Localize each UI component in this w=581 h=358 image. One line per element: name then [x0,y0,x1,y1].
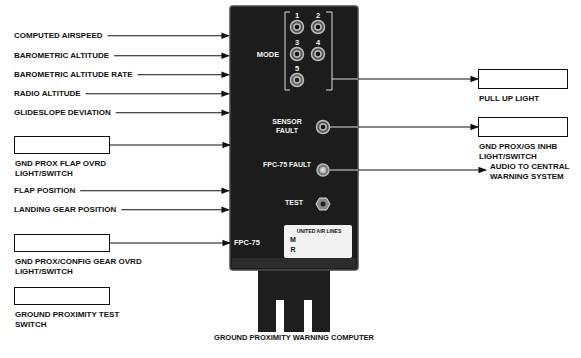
light-switch-box: GND PROX FLAP OVRD LIGHT/SWITCH [14,136,110,154]
signal-name: LANDING GEAR POSITION [14,205,116,215]
connector-arrow [110,144,230,145]
unit-title: GROUND PROXIMITY WARNING COMPUTER [204,333,384,342]
label-text: R [288,246,298,255]
computer-panel [230,6,358,270]
signal-name: COMPUTED AIRSPEED [14,31,103,41]
signal-arrow [138,74,229,75]
signal-arrow [108,35,229,36]
panel-legend: TEST [278,199,310,208]
test-button [321,202,326,207]
mode-lights [291,21,325,87]
connector-arrow [358,126,478,127]
light-switch-box: PULL UP LIGHT [478,69,568,89]
panel-legend: FPC-75 [234,238,280,247]
signal-arrow [121,209,229,210]
connector-arrow [358,78,478,79]
signal-name: GLIDESLOPE DEVIATION [14,108,111,118]
panel-legend: 3 [292,38,302,47]
box-caption: GND PROX FLAP OVRD LIGHT/SWITCH [15,159,145,178]
label-text: M [288,236,298,245]
connector-plug [258,262,330,332]
box-caption: GND PROX/GS INHB LIGHT/SWITCH [479,142,579,161]
signal-arrow [86,93,229,94]
panel-lower-edge [232,258,356,268]
panel-legend: 2 [313,11,323,20]
connector-slot [276,300,312,332]
computer-unit: GROUND PROXIMITY WARNING COMPUTER [230,6,358,332]
signal-name: BAROMETRIC ALTITUDE [14,51,109,61]
box-caption: PULL UP LIGHT [479,94,579,104]
signal-arrow [114,55,229,56]
label-plate [284,225,352,258]
signal-name: BAROMETRIC ALTITUDE RATE [14,70,133,80]
connector-key [284,300,304,332]
panel-legend: FPC-75 FAULT [262,161,312,170]
label-text: UNITED AIR LINES [288,228,350,235]
fault-lights [317,121,330,177]
connector-arrow [110,242,230,243]
light-switch-box: GROUND PROXIMITY TEST SWITCH [14,287,110,305]
test-button [316,198,330,210]
box-caption: GND PROX/CONFIG GEAR OVRD LIGHT/SWITCH [15,257,145,276]
panel-legend: 5 [292,64,302,73]
mode-bracket [326,12,358,90]
signal-arrow [80,190,229,191]
panel-legend: MODE [252,50,284,59]
signal-name: FLAP POSITION [14,186,75,196]
mode-bracket [285,12,290,90]
box-caption: GROUND PROXIMITY TEST SWITCH [15,310,145,329]
signal-name: RADIO ALTITUDE [14,89,81,99]
signal-arrow [116,112,229,113]
indicator-lead [330,127,358,170]
panel-legend: 1 [292,11,302,20]
label-text: AUDIO TO CENTRAL WARNING SYSTEM [490,162,578,181]
panel-legend: SENSOR FAULT [262,118,312,135]
panel-legend: 4 [313,38,323,47]
light-switch-box: GND PROX/CONFIG GEAR OVRD LIGHT/SWITCH [14,234,110,252]
output-arrow [358,169,486,170]
light-switch-box: GND PROX/GS INHB LIGHT/SWITCH [478,117,568,137]
